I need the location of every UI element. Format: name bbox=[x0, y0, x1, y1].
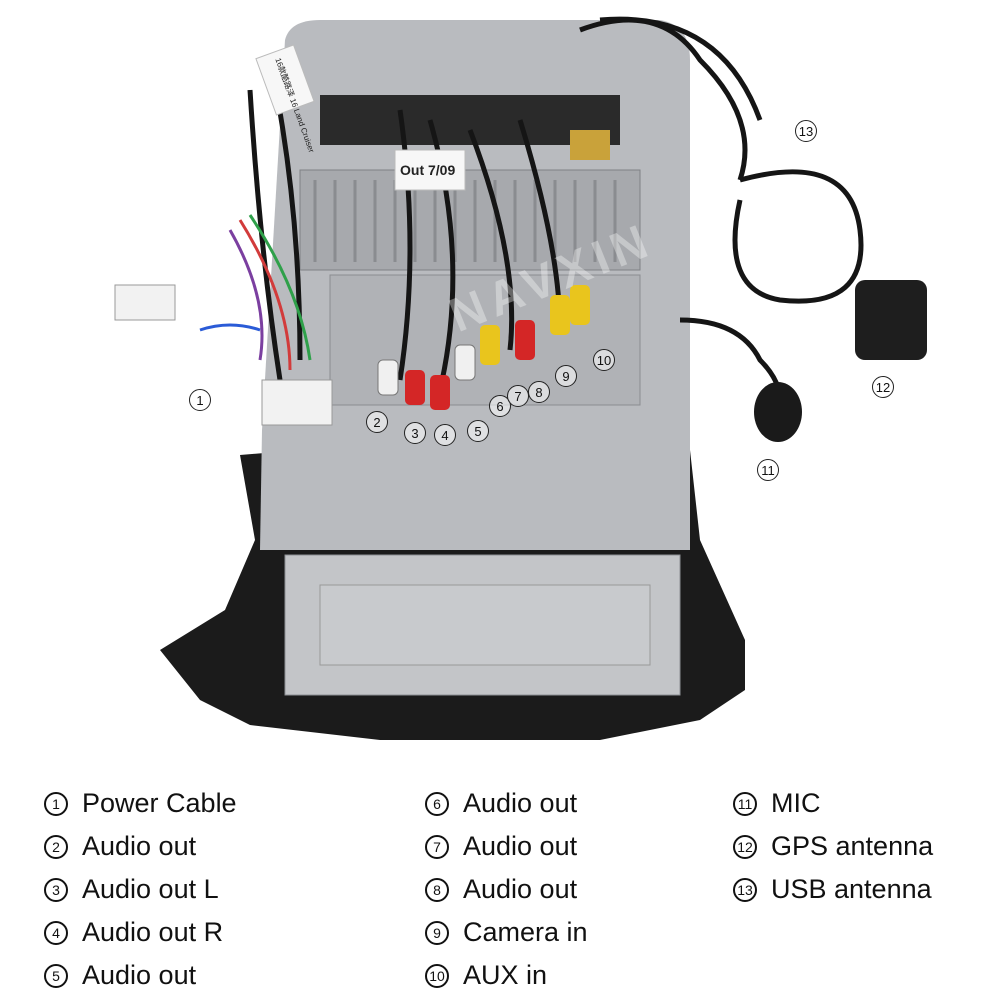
legend-item: 7 Audio out bbox=[425, 825, 588, 868]
legend-number: 12 bbox=[733, 834, 757, 859]
mic bbox=[754, 382, 802, 442]
harness-tag bbox=[255, 44, 315, 116]
legend-label: AUX in bbox=[463, 960, 548, 990]
colored-wires bbox=[199, 214, 312, 371]
legend-label: Audio out bbox=[82, 831, 197, 861]
legend-label: Audio out bbox=[463, 831, 578, 861]
legend-item: 1 Power Cable bbox=[44, 782, 237, 825]
housing-inner-panel bbox=[319, 584, 651, 666]
harness-connector bbox=[261, 379, 333, 426]
legend-item: 11 MIC bbox=[733, 782, 933, 825]
heat-sink bbox=[299, 169, 641, 271]
connector-label bbox=[394, 149, 466, 191]
callout-9: 9 bbox=[555, 365, 577, 387]
callout-6: 6 bbox=[489, 395, 511, 417]
legend-label: Audio out R bbox=[82, 917, 224, 947]
heat-sink-fins bbox=[313, 180, 617, 262]
legend-number: 7 bbox=[425, 834, 449, 859]
callout-4: 4 bbox=[434, 424, 456, 446]
product-photo: 16款酷路泽 16 Land Cruiser Out 7/09 NAVXIN bbox=[114, 16, 927, 740]
legend-label: Power Cable bbox=[82, 788, 237, 818]
callout-2: 2 bbox=[366, 411, 388, 433]
legend-item: 3 Audio out L bbox=[44, 868, 237, 911]
legend-number: 2 bbox=[44, 834, 68, 859]
legend-number: 9 bbox=[425, 920, 449, 945]
legend-item: 10 AUX in bbox=[425, 954, 588, 997]
legend-label: Audio out bbox=[463, 788, 578, 818]
legend-number: 10 bbox=[425, 963, 449, 988]
legend-item: 2 Audio out bbox=[44, 825, 237, 868]
legend-label: USB antenna bbox=[771, 874, 932, 904]
gps-antenna bbox=[855, 280, 927, 360]
legend-number: 13 bbox=[733, 877, 757, 902]
callout-11: 11 bbox=[757, 459, 779, 481]
legend-label: Audio out bbox=[82, 960, 197, 990]
callout-13: 13 bbox=[795, 120, 817, 142]
legend-column-3: 11 MIC 12 GPS antenna 13 USB antenna bbox=[733, 782, 933, 911]
legend-item: 4 Audio out R bbox=[44, 911, 237, 954]
legend-number: 4 bbox=[44, 920, 68, 945]
callout-8: 8 bbox=[528, 381, 550, 403]
power-connector bbox=[114, 284, 176, 321]
gold-antenna-connector bbox=[570, 130, 610, 160]
callout-7: 7 bbox=[507, 385, 529, 407]
legend-label: GPS antenna bbox=[771, 831, 934, 861]
legend-number: 6 bbox=[425, 791, 449, 816]
legend-item: 12 GPS antenna bbox=[733, 825, 933, 868]
callout-3: 3 bbox=[404, 422, 426, 444]
legend-number: 11 bbox=[733, 791, 757, 816]
legend-label: Camera in bbox=[463, 917, 588, 947]
legend-label: Audio out L bbox=[82, 874, 219, 904]
rca-plugs bbox=[377, 285, 590, 410]
legend-item: 13 USB antenna bbox=[733, 868, 933, 911]
legend-item: 8 Audio out bbox=[425, 868, 588, 911]
callout-12: 12 bbox=[872, 376, 894, 398]
callout-5: 5 bbox=[467, 420, 489, 442]
legend-number: 8 bbox=[425, 877, 449, 902]
connector-label-text: Out 7/09 bbox=[400, 162, 455, 178]
legend-number: 5 bbox=[44, 963, 68, 988]
legend-label: MIC bbox=[771, 788, 821, 818]
legend-item: 9 Camera in bbox=[425, 911, 588, 954]
legend-number: 1 bbox=[44, 791, 68, 816]
legend-item: 6 Audio out bbox=[425, 782, 588, 825]
callout-10: 10 bbox=[593, 349, 615, 371]
legend-number: 3 bbox=[44, 877, 68, 902]
callout-1: 1 bbox=[189, 389, 211, 411]
legend-label: Audio out bbox=[463, 874, 578, 904]
legend-item: 5 Audio out bbox=[44, 954, 237, 997]
